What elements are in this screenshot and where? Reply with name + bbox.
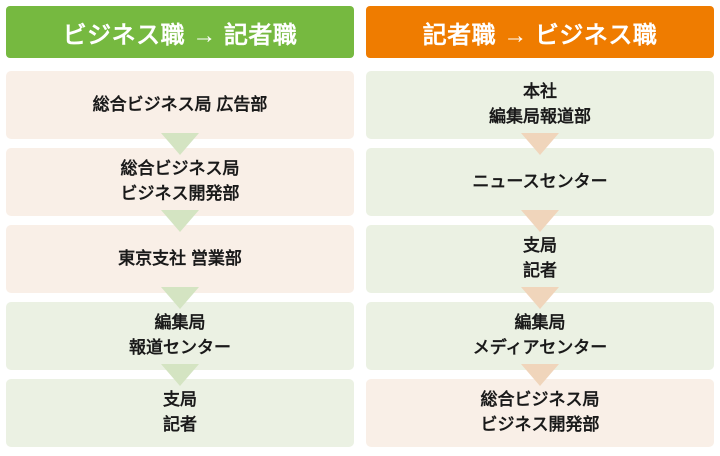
column-header-reporter-to-business: 記者職 → ビジネス職 — [366, 6, 714, 58]
arrow-down-icon — [161, 210, 199, 232]
flow-node: 編集局 メディアセンター — [366, 302, 714, 386]
flow-node: 支局 記者 — [366, 225, 714, 309]
arrow-down-icon — [521, 287, 559, 309]
flow-node: 東京支社 営業部 — [6, 225, 354, 309]
flow-node-label: 東京支社 営業部 — [118, 248, 242, 268]
column-reporter-to-business: 記者職 → ビジネス職 本社 編集局報道部 ニュースセンター 支局 記者 編集局… — [360, 0, 720, 456]
flow-node: 総合ビジネス局 ビジネス開発部 — [366, 379, 714, 447]
flow-business-to-reporter: 総合ビジネス局 広告部 総合ビジネス局 ビジネス開発部 東京支社 営業部 編集局… — [6, 58, 354, 456]
column-header-business-to-reporter: ビジネス職 → 記者職 — [6, 6, 354, 58]
flow-node-label: 編集局 報道センター — [129, 313, 231, 357]
arrow-down-icon — [521, 364, 559, 386]
flow-node-label: 支局 記者 — [163, 390, 197, 434]
flow-node: 編集局 報道センター — [6, 302, 354, 386]
flow-node: ニュースセンター — [366, 148, 714, 232]
flow-node-label: ニュースセンター — [472, 171, 608, 191]
flow-node-label: 編集局 メディアセンター — [472, 313, 608, 357]
flow-reporter-to-business: 本社 編集局報道部 ニュースセンター 支局 記者 編集局 メディアセンター 総合… — [366, 58, 714, 456]
arrow-down-icon — [521, 133, 559, 155]
flow-node-label: 総合ビジネス局 ビジネス開発部 — [480, 390, 600, 434]
column-business-to-reporter: ビジネス職 → 記者職 総合ビジネス局 広告部 総合ビジネス局 ビジネス開発部 … — [6, 6, 354, 456]
flow-node: 支局 記者 — [6, 379, 354, 447]
arrow-down-icon — [161, 364, 199, 386]
arrow-down-icon — [161, 287, 199, 309]
flow-node: 総合ビジネス局 広告部 — [6, 71, 354, 155]
flow-node: 総合ビジネス局 ビジネス開発部 — [6, 148, 354, 232]
flow-node: 本社 編集局報道部 — [366, 71, 714, 155]
arrow-down-icon — [161, 133, 199, 155]
flow-node-label: 本社 編集局報道部 — [489, 82, 591, 126]
arrow-down-icon — [521, 210, 559, 232]
flow-node-label: 支局 記者 — [523, 236, 557, 280]
flow-node-label: 総合ビジネス局 ビジネス開発部 — [120, 159, 240, 203]
flow-node-label: 総合ビジネス局 広告部 — [92, 94, 268, 114]
